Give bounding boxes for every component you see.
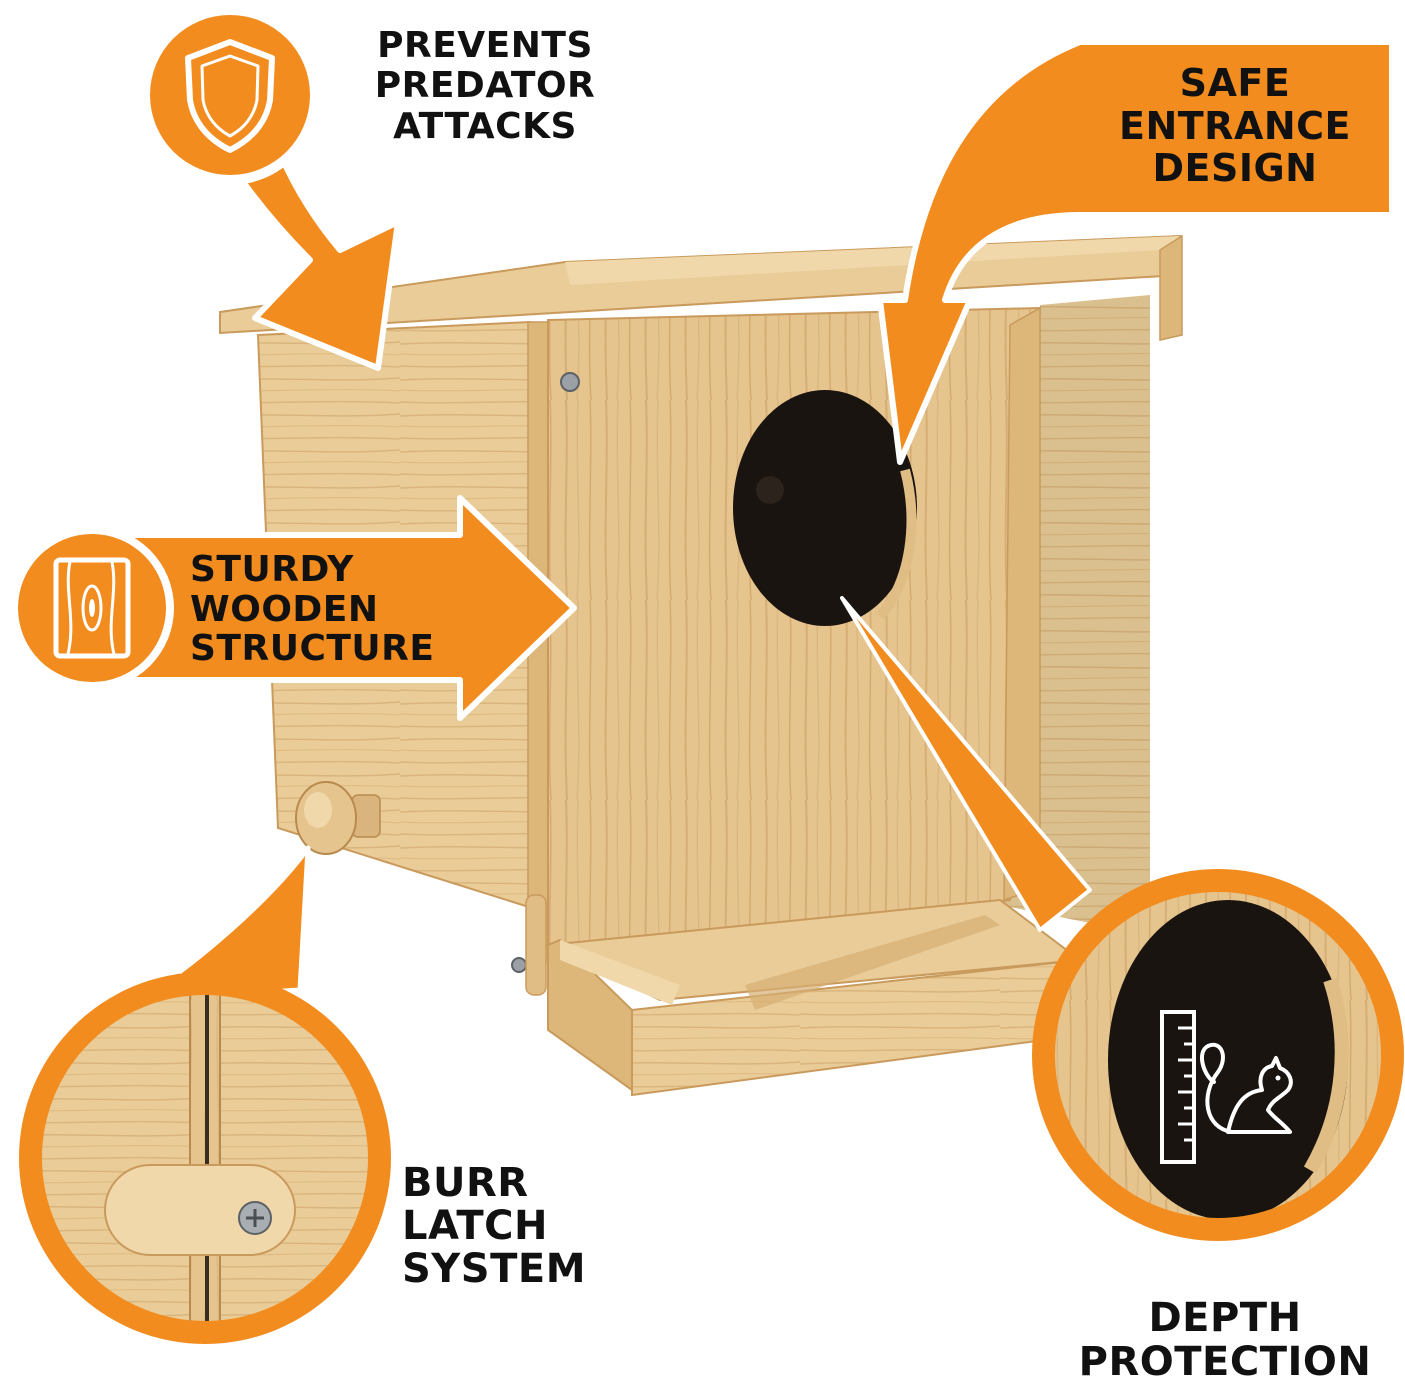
callout-line: DESIGN [1152, 146, 1318, 191]
depth-zoom [1032, 869, 1404, 1241]
callout-line: WOODEN [190, 588, 379, 630]
front-panel [547, 306, 1042, 962]
entrance-callout: SAFE ENTRANCE DESIGN [1090, 62, 1380, 190]
callout-line: BURR [402, 1160, 529, 1206]
birdhouse [219, 234, 1183, 1097]
callout-line: STURDY [190, 549, 354, 590]
callout-line: PREVENTS [377, 25, 593, 66]
entrance-hole [733, 390, 917, 626]
structure-badge [10, 526, 174, 690]
latch-zoom [19, 972, 391, 1344]
callout-line: ATTACKS [393, 105, 577, 147]
callout-line: ENTRANCE [1119, 103, 1351, 148]
depth-pointer [840, 596, 1092, 932]
structure-callout: STURDY WOODEN STRUCTURE [190, 550, 490, 669]
depth-callout: DEPTH PROTECTION [1060, 1296, 1390, 1384]
callout-line: PROTECTION [1078, 1339, 1372, 1385]
squirrel-icon [1199, 1042, 1293, 1134]
callout-line: SAFE [1179, 61, 1291, 105]
ruler-icon [1160, 1010, 1196, 1164]
wood-grain-icon [53, 557, 131, 659]
callout-line: PREDATOR [374, 65, 596, 107]
callout-line: SYSTEM [402, 1246, 586, 1293]
screw [560, 372, 580, 392]
callout-line: STRUCTURE [190, 628, 435, 670]
latch-callout: BURR LATCH SYSTEM [402, 1160, 662, 1293]
entrance-banner [877, 39, 1395, 465]
knob [295, 781, 381, 855]
base-tray [544, 898, 1084, 1097]
shield-icon [185, 39, 275, 153]
predator-badge [140, 5, 320, 185]
predator-callout: PREVENTS PREDATOR ATTACKS [340, 25, 630, 147]
screw [511, 957, 527, 973]
callout-line: DEPTH [1148, 1295, 1302, 1341]
callout-line: LATCH [402, 1203, 548, 1250]
